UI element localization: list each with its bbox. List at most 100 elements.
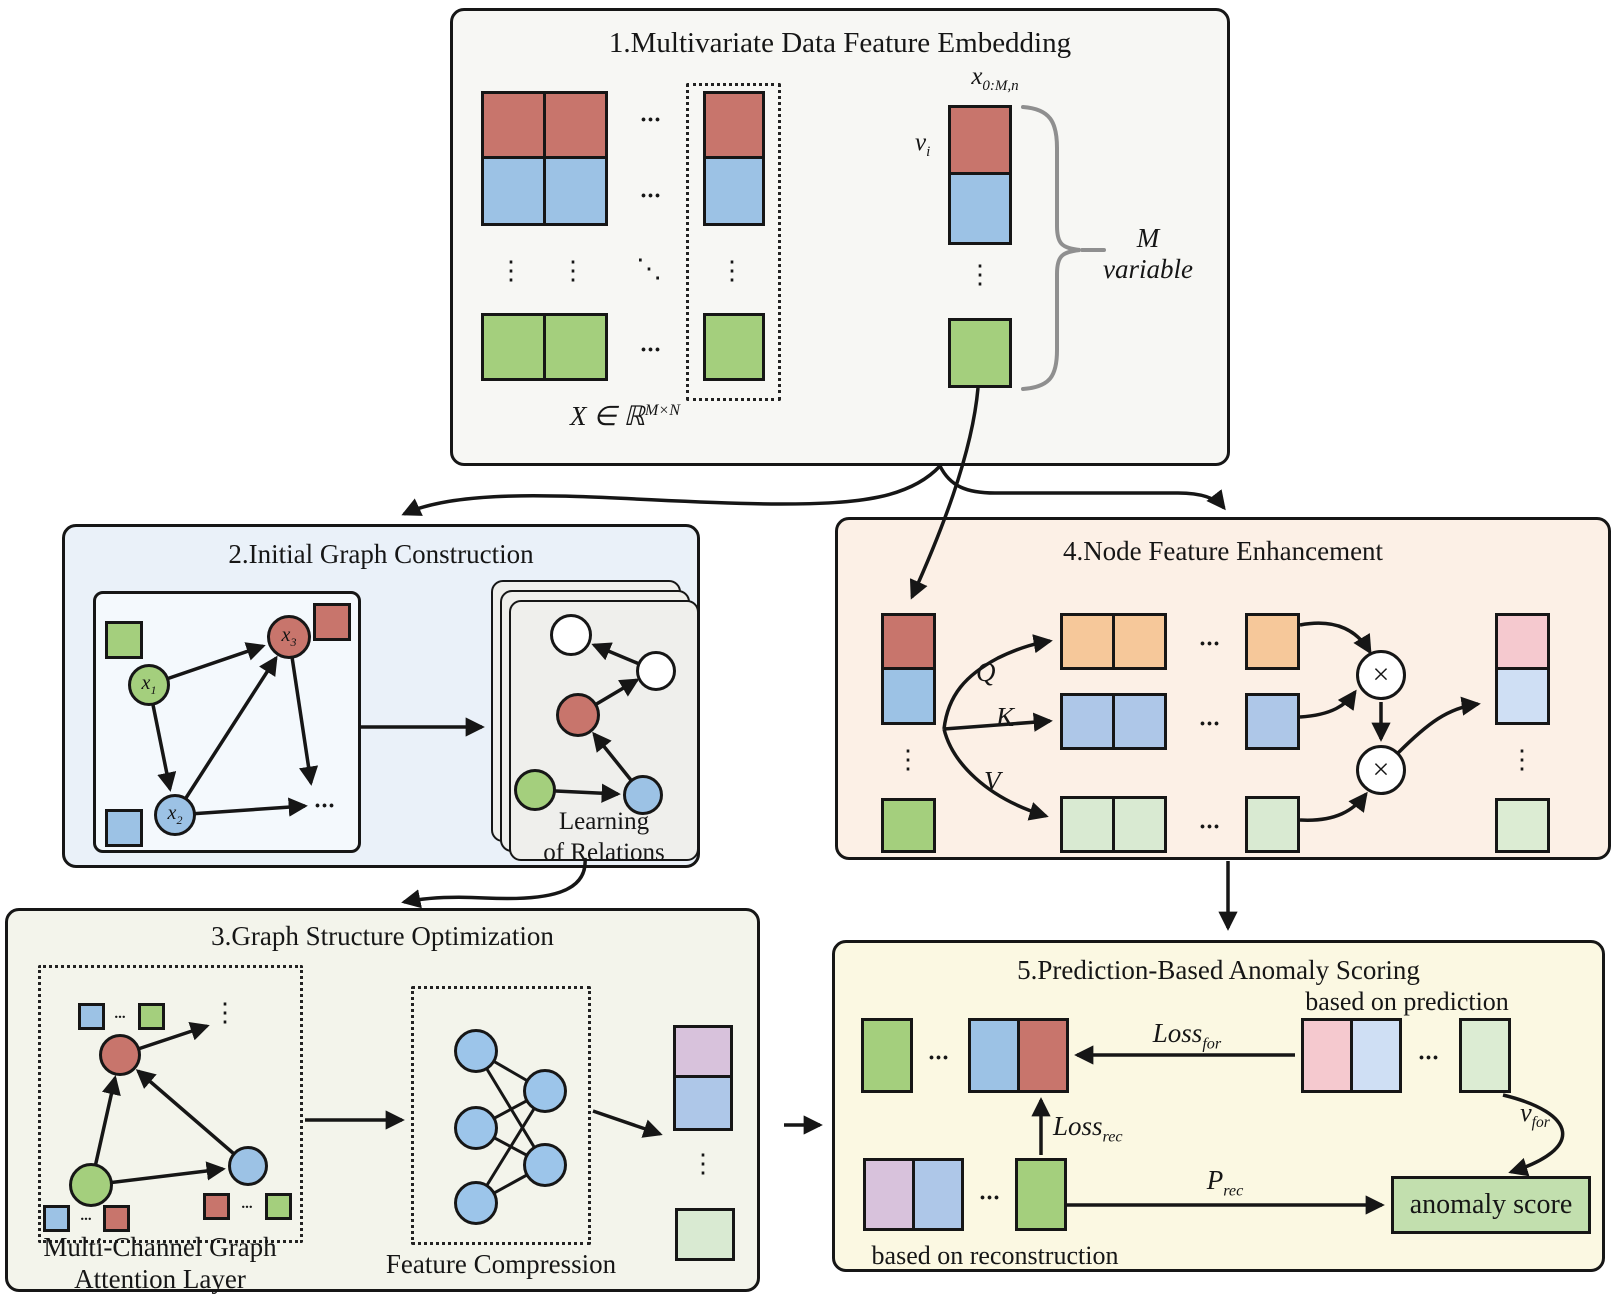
attention-node-blue bbox=[228, 1146, 268, 1186]
panel1-title: 1.Multivariate Data Feature Embedding bbox=[608, 27, 1072, 59]
anomaly-score-box: anomaly score bbox=[1391, 1176, 1591, 1234]
relation-node-white-1 bbox=[550, 614, 592, 656]
ellipsis: ... bbox=[241, 1196, 253, 1213]
nn-node bbox=[523, 1143, 567, 1187]
target-cell-blue bbox=[968, 1018, 1020, 1093]
multiply-icon: × bbox=[1356, 745, 1406, 795]
nn-node bbox=[454, 1029, 498, 1073]
reconstruction-cell-purple bbox=[863, 1158, 915, 1231]
matrix-cell-red bbox=[703, 91, 765, 159]
vertical-ellipsis: ⋮ bbox=[967, 260, 993, 289]
output-cell-green bbox=[1495, 798, 1550, 853]
ellipsis: ... bbox=[1199, 705, 1221, 732]
vertical-ellipsis: ⋮ bbox=[498, 256, 524, 285]
selected-column-box bbox=[686, 83, 781, 401]
attention-layer-label: Multi-Channel Graph Attention Layer bbox=[43, 1232, 277, 1295]
matrix-cell-blue bbox=[481, 156, 546, 226]
graph-square-blue bbox=[105, 809, 143, 847]
k-label: K bbox=[996, 702, 1015, 732]
compressed-cell-blue bbox=[673, 1075, 733, 1131]
relation-node-red bbox=[556, 693, 600, 737]
ellipsis: ... bbox=[640, 331, 662, 358]
compressed-cell-green bbox=[675, 1208, 735, 1261]
channel-square-red bbox=[203, 1193, 230, 1220]
target-cell-green bbox=[861, 1018, 913, 1093]
loss-rec-label: Lossrec bbox=[1053, 1111, 1123, 1146]
matrix-cell-green bbox=[543, 313, 608, 381]
v-cell bbox=[1060, 796, 1115, 853]
p-rec-label: Prec bbox=[1206, 1165, 1244, 1200]
output-cell-pink bbox=[1495, 613, 1550, 670]
nn-node bbox=[454, 1106, 498, 1150]
node-x3: x3 bbox=[267, 615, 311, 659]
input-cell-green bbox=[881, 798, 936, 853]
matrix-cell-green bbox=[703, 313, 765, 381]
vertical-ellipsis: ⋮ bbox=[895, 745, 921, 774]
k-cell bbox=[1060, 693, 1115, 750]
prediction-cell-blue bbox=[1350, 1018, 1402, 1093]
ellipsis: ... bbox=[640, 101, 662, 128]
q-cell bbox=[1245, 613, 1300, 670]
relation-node-white-2 bbox=[636, 651, 676, 691]
attention-node-red bbox=[99, 1034, 141, 1076]
v-label: V bbox=[984, 766, 1001, 796]
vector-cell-blue bbox=[948, 172, 1012, 245]
column-vector-label: x0:M,n bbox=[971, 63, 1019, 94]
panel-anomaly-scoring: 5.Prediction-Based Anomaly Scoring based… bbox=[832, 940, 1605, 1272]
channel-square-blue bbox=[43, 1205, 70, 1232]
matrix-cell-red bbox=[481, 91, 546, 159]
feature-compression-box bbox=[411, 986, 591, 1245]
input-cell-red bbox=[881, 613, 936, 670]
ellipsis: ... bbox=[1199, 808, 1221, 835]
panel-multivariate-embedding: 1.Multivariate Data Feature Embedding ..… bbox=[450, 8, 1230, 466]
ellipsis: ... bbox=[314, 787, 336, 814]
panel2-title: 2.Initial Graph Construction bbox=[228, 539, 534, 569]
vertical-ellipsis: ⋮ bbox=[1509, 745, 1535, 774]
panel-initial-graph-construction: 2.Initial Graph Construction bbox=[62, 524, 700, 868]
ellipsis: ... bbox=[1199, 625, 1221, 652]
q-cell bbox=[1060, 613, 1115, 670]
v-for-label: vfor bbox=[1520, 1098, 1550, 1132]
vector-cell-red bbox=[948, 105, 1012, 175]
prediction-cell-green bbox=[1459, 1018, 1511, 1093]
matrix-cell-green bbox=[481, 313, 546, 381]
k-cell bbox=[1245, 693, 1300, 750]
channel-square-blue bbox=[78, 1003, 105, 1030]
ellipsis: ... bbox=[979, 1179, 1001, 1206]
v-cell bbox=[1112, 796, 1167, 853]
output-cell-blue bbox=[1495, 667, 1550, 725]
nn-node bbox=[454, 1181, 498, 1225]
multiply-icon: × bbox=[1356, 650, 1406, 700]
channel-square-green bbox=[138, 1003, 165, 1030]
channel-square-green bbox=[265, 1193, 292, 1220]
vertical-ellipsis: ⋮ bbox=[212, 998, 238, 1027]
arrow-embedding-to-graph-construction bbox=[401, 464, 942, 516]
matrix-formula: X ∈ ℝM×N bbox=[569, 401, 681, 431]
diagonal-ellipsis: ⋱ bbox=[636, 254, 662, 283]
vertical-ellipsis: ⋮ bbox=[560, 256, 586, 285]
graph-square-red bbox=[313, 603, 351, 641]
panel3-title: 3.Graph Structure Optimization bbox=[211, 921, 554, 951]
relation-card-front bbox=[509, 600, 699, 861]
k-cell bbox=[1112, 693, 1167, 750]
anomaly-score-label: anomaly score bbox=[1409, 1189, 1573, 1220]
relation-card-label: Learning of Relations bbox=[543, 808, 665, 866]
attention-layer-box bbox=[38, 965, 303, 1243]
compressed-cell-purple bbox=[673, 1025, 733, 1078]
matrix-cell-red bbox=[543, 91, 608, 159]
panel-graph-structure-optimization: 3.Graph Structure Optimization bbox=[5, 908, 760, 1294]
ellipsis: ... bbox=[114, 1006, 126, 1023]
based-on-reconstruction-label: based on reconstruction bbox=[871, 1241, 1119, 1270]
vertical-ellipsis: ⋮ bbox=[690, 1149, 716, 1178]
v-cell bbox=[1245, 796, 1300, 853]
brace-label: M variable bbox=[1103, 223, 1193, 285]
ellipsis: ... bbox=[1418, 1039, 1440, 1066]
based-on-prediction-label: based on prediction bbox=[1305, 987, 1509, 1016]
input-cell-blue bbox=[881, 667, 936, 725]
loss-for-label: Lossfor bbox=[1152, 1018, 1222, 1053]
matrix-cell-blue bbox=[543, 156, 608, 226]
node-x2: x2 bbox=[154, 794, 196, 836]
target-cell-red bbox=[1017, 1018, 1069, 1093]
q-cell bbox=[1112, 613, 1167, 670]
